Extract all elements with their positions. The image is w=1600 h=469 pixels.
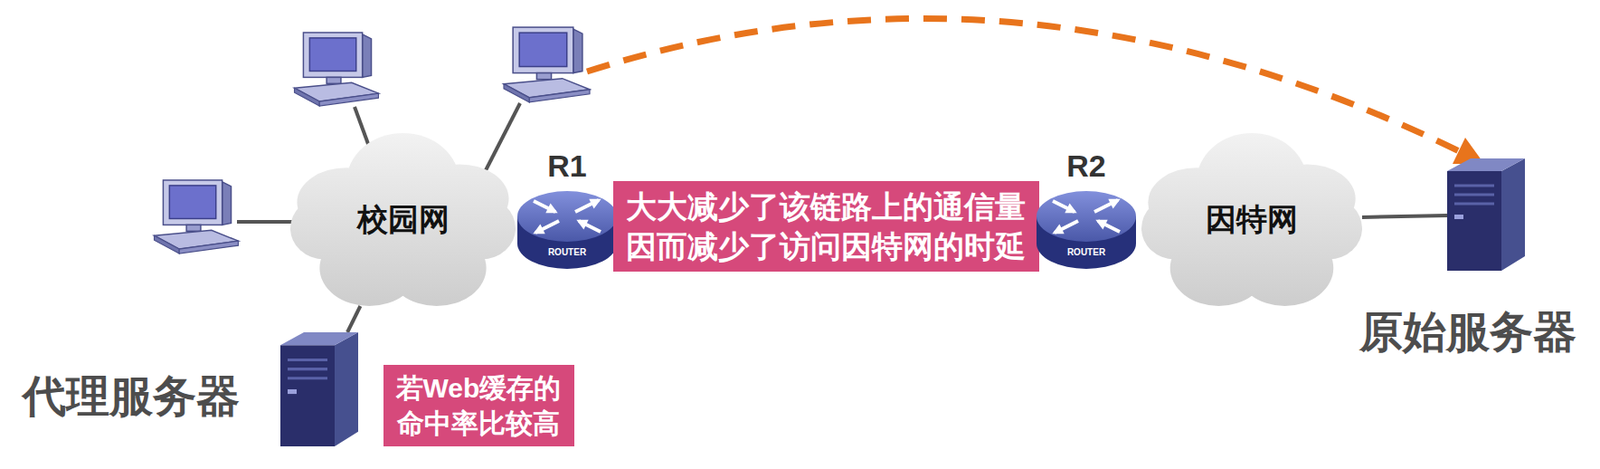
network-link xyxy=(1362,215,1448,218)
network-link xyxy=(347,305,360,332)
server-label: 代理服务器 xyxy=(22,367,240,426)
router-shape xyxy=(1034,189,1138,271)
network-cloud: 因特网 xyxy=(1141,132,1363,306)
server-shape xyxy=(1447,158,1525,271)
router-badge: ROUTER xyxy=(1067,246,1106,257)
request-arrow xyxy=(586,18,1459,152)
router-name: R1 xyxy=(547,148,587,184)
router-icon: R1ROUTER xyxy=(515,189,619,271)
callout-text: 大大减少了该链路上的通信量 因而减少了访问因特网的时延 xyxy=(624,186,1029,266)
router-name: R2 xyxy=(1066,148,1106,184)
router-icon: R2ROUTER xyxy=(1034,189,1138,271)
server-label: 原始服务器 xyxy=(1359,302,1577,361)
callout-box: 若Web缓存的 命中率比较高 xyxy=(383,364,575,446)
network-label: 因特网 xyxy=(1205,198,1298,241)
computer-icon xyxy=(294,32,379,106)
server-icon: 原始服务器 xyxy=(1447,158,1525,271)
router-shape xyxy=(515,189,619,271)
network-label: 校园网 xyxy=(357,198,450,241)
computer-icon xyxy=(503,27,590,103)
server-icon: 代理服务器 xyxy=(280,331,359,446)
computer-icon xyxy=(154,179,239,254)
network-cloud: 校园网 xyxy=(290,132,516,306)
network-link xyxy=(483,103,521,174)
router-badge: ROUTER xyxy=(548,246,587,257)
callout-text: 若Web缓存的 命中率比较高 xyxy=(394,369,564,441)
callout-box: 大大减少了该链路上的通信量 因而减少了访问因特网的时延 xyxy=(613,180,1040,272)
server-shape xyxy=(280,331,359,446)
